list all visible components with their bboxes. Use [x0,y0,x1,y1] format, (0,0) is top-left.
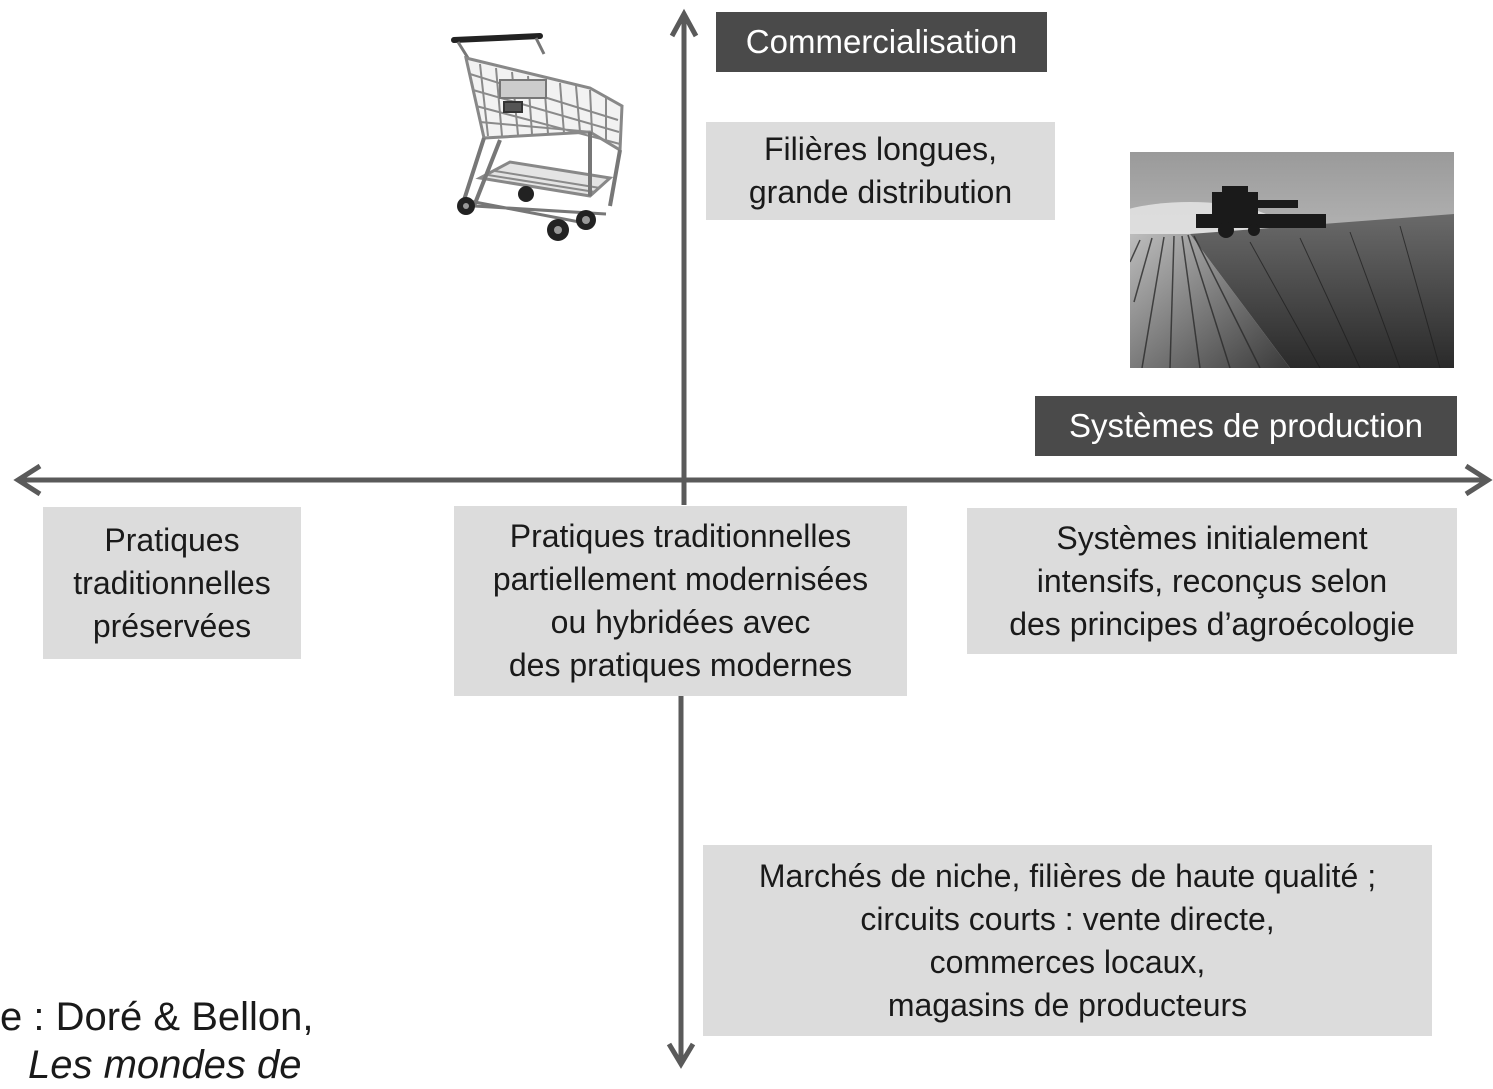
box-line: Marchés de niche, filières de haute qual… [758,857,1377,894]
box-niche-markets: Marchés de niche, filières de haute qual… [703,845,1432,1036]
box-hybrid-practices: Pratiques traditionnelles partiellement … [454,506,907,696]
box-agroecology-systems: Systèmes initialement intensifs, reconçu… [967,508,1457,654]
horizontal-axis [13,463,1493,497]
source-title: Les mondes de [28,1043,302,1087]
box-line: Pratiques traditionnelles [509,518,852,554]
box-line: des pratiques modernes [508,647,853,683]
box-line: partiellement modernisées [492,561,869,597]
box-line: grande distribution [748,174,1013,210]
box-line: Systèmes initialement [1056,519,1368,556]
vertical-axis [666,8,699,1069]
top-arrowhead [669,8,699,38]
right-arrowhead [1464,463,1493,497]
box-line: préservées [92,607,252,644]
combine-harvester-field-photo [1130,152,1454,368]
bottom-arrowhead [666,1042,696,1069]
box-line: Pratiques [104,521,240,558]
left-arrowhead [13,463,42,497]
box-line: commerces locaux, [929,943,1206,980]
box-traditional-preserved: Pratiques traditionnelles préservées [43,507,301,659]
box-line: des principes d’agroécologie [1009,605,1415,642]
box-long-supply-chains: Filières longues, grande distribution [706,122,1055,220]
box-line: ou hybridées avec [550,604,811,640]
shopping-cart-icon [451,33,624,241]
vertical-axis-label: Commercialisation [716,12,1047,72]
box-line: traditionnelles [73,564,271,601]
box-line: magasins de producteurs [887,986,1248,1023]
box-line: circuits courts : vente directe, [860,900,1275,937]
source-line: e : Doré & Bellon, [0,995,314,1039]
box-line: Filières longues, [764,131,997,167]
horizontal-axis-label: Systèmes de production [1035,396,1457,456]
source-note: e : Doré & Bellon, Les mondes de [0,993,314,1089]
box-line: intensifs, reconçus selon [1036,562,1388,599]
